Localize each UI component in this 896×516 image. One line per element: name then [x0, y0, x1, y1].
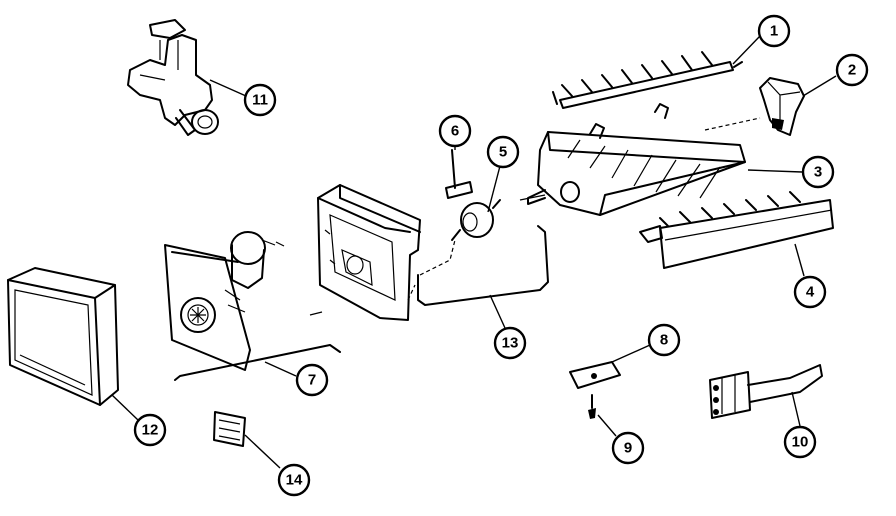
callout-13: 13 — [493, 326, 527, 360]
callout-2-label: 2 — [848, 62, 856, 79]
callout-5-label: 5 — [499, 144, 507, 161]
callout-8-label: 8 — [660, 332, 668, 349]
module-housing-part — [317, 184, 421, 321]
shutoff-arm-part — [445, 149, 473, 199]
callout-11-label: 11 — [252, 92, 268, 109]
callout-1: 1 — [757, 14, 791, 48]
timing-cam-part — [451, 194, 546, 241]
stripper-part — [639, 191, 834, 269]
thermostat-part — [759, 77, 805, 136]
callout-11: 11 — [243, 83, 277, 117]
callout-12-label: 12 — [142, 422, 159, 439]
harness-connector-part — [709, 364, 823, 419]
ice-mold-part — [527, 103, 761, 216]
front-cover-part — [7, 267, 119, 406]
screw-part — [588, 394, 596, 419]
callout-13-label: 13 — [502, 335, 519, 352]
ejector-blade-part — [552, 51, 743, 109]
callout-8: 8 — [647, 323, 681, 357]
callout-1-label: 1 — [770, 23, 778, 40]
callout-7-label: 7 — [308, 372, 316, 389]
callout-14-label: 14 — [286, 472, 303, 489]
callout-5: 5 — [486, 135, 520, 169]
callout-4: 4 — [793, 275, 827, 309]
callout-10-label: 10 — [792, 434, 809, 451]
callout-9-label: 9 — [624, 440, 632, 457]
bracket-part — [569, 361, 621, 389]
callout-4-label: 4 — [806, 284, 815, 301]
callout-14: 14 — [277, 463, 311, 497]
callout-6: 6 — [438, 114, 472, 148]
callout-10: 10 — [783, 425, 817, 459]
callout-9: 9 — [611, 431, 645, 465]
label-card-part — [213, 411, 246, 447]
callout-6-label: 6 — [451, 123, 459, 140]
callout-3: 3 — [801, 155, 835, 189]
callout-2: 2 — [835, 53, 869, 87]
callout-12: 12 — [133, 413, 167, 447]
wire-harness-part — [417, 225, 549, 306]
motor-plate-part — [164, 231, 341, 381]
water-valve-part — [127, 19, 219, 136]
callout-3-label: 3 — [814, 164, 822, 181]
callout-7: 7 — [295, 363, 329, 397]
